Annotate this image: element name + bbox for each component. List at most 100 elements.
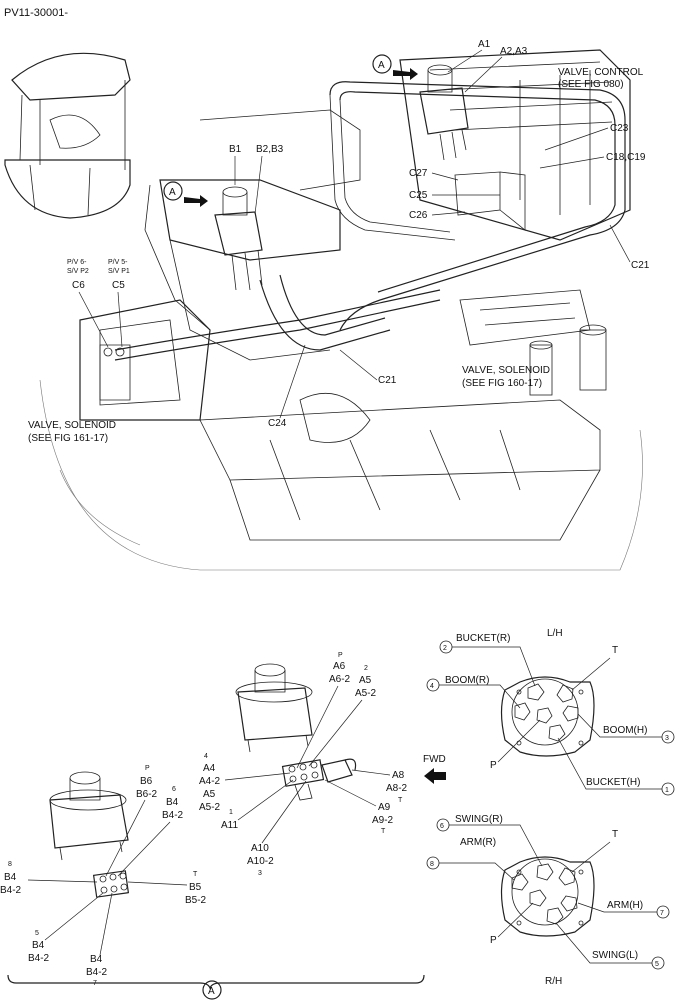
port-labels-lh: 2 BUCKET(R) T 4 BOOM(R) BOOM(H) 3 P BUCK…	[426, 633, 675, 796]
svg-text:BOOM(H): BOOM(H)	[603, 725, 647, 736]
svg-text:C21: C21	[631, 260, 650, 271]
right-lever-detail	[235, 663, 357, 801]
svg-text:C25: C25	[409, 190, 428, 201]
svg-text:SWING(R): SWING(R)	[455, 814, 503, 825]
svg-text:T: T	[381, 828, 386, 835]
svg-text:B4-2: B4-2	[28, 953, 50, 964]
svg-text:B4: B4	[166, 797, 179, 808]
svg-text:BUCKET(H): BUCKET(H)	[586, 777, 640, 788]
fwd-arrow: FWD	[423, 754, 446, 784]
view-mark-a-top: A	[372, 54, 418, 80]
top-labels: A1 A2,A3 VALVE, CONTROL (SEE FIG 080) C2…	[28, 39, 650, 444]
svg-text:A6-2: A6-2	[329, 674, 351, 685]
svg-text:P/V 5-: P/V 5-	[108, 259, 128, 266]
svg-text:B6-2: B6-2	[136, 789, 158, 800]
svg-text:A10: A10	[251, 843, 269, 854]
svg-text:8: 8	[8, 861, 12, 868]
svg-text:7: 7	[660, 910, 664, 917]
cab-inset	[4, 52, 131, 219]
port-diagram-lh: L/H	[500, 628, 595, 757]
svg-text:P/V 6-: P/V 6-	[67, 259, 87, 266]
svg-text:ARM(R): ARM(R)	[460, 837, 496, 848]
svg-text:C26: C26	[409, 210, 428, 221]
svg-text:3: 3	[258, 870, 262, 877]
svg-text:S/V P1: S/V P1	[108, 268, 130, 275]
diagram-code: PV11-30001-	[4, 7, 68, 19]
svg-text:C6: C6	[72, 280, 85, 291]
svg-text:5: 5	[655, 961, 659, 968]
svg-text:T: T	[612, 645, 618, 656]
svg-text:A: A	[169, 187, 176, 198]
svg-text:B4: B4	[4, 872, 17, 883]
svg-text:C18,C19: C18,C19	[606, 152, 646, 163]
svg-text:A10-2: A10-2	[247, 856, 274, 867]
svg-text:B4-2: B4-2	[86, 967, 108, 978]
svg-text:5: 5	[35, 930, 39, 937]
svg-text:A4: A4	[203, 763, 216, 774]
right-lever-labels: P A6 A6-2 2 A5 A5-2 4 A4 A4-2 A5 A5-2 1 …	[199, 652, 408, 877]
svg-text:A9-2: A9-2	[372, 815, 394, 826]
svg-text:P: P	[145, 765, 150, 772]
left-lever-detail	[49, 771, 130, 898]
svg-text:T: T	[193, 871, 198, 878]
svg-text:A6: A6	[333, 661, 346, 672]
view-mark-a-left: A	[163, 181, 208, 207]
svg-text:B2,B3: B2,B3	[256, 144, 284, 155]
svg-text:6: 6	[440, 823, 444, 830]
svg-text:A5-2: A5-2	[355, 688, 377, 699]
svg-text:C21: C21	[378, 375, 397, 386]
svg-text:B1: B1	[229, 144, 242, 155]
svg-text:C24: C24	[268, 418, 287, 429]
svg-text:P: P	[490, 935, 497, 946]
svg-text:A5: A5	[203, 789, 216, 800]
svg-text:(SEE FIG 160-17): (SEE FIG 160-17)	[462, 378, 542, 389]
svg-text:B6: B6	[140, 776, 153, 787]
svg-text:A9: A9	[378, 802, 391, 813]
svg-text:A5-2: A5-2	[199, 802, 221, 813]
svg-text:P: P	[338, 652, 343, 659]
svg-text:A11: A11	[221, 820, 238, 831]
svg-text:A1: A1	[478, 39, 491, 50]
svg-text:A5: A5	[359, 675, 372, 686]
svg-text:2: 2	[443, 645, 447, 652]
svg-text:(SEE FIG 080): (SEE FIG 080)	[558, 79, 624, 90]
svg-text:3: 3	[665, 735, 669, 742]
svg-text:A2,A3: A2,A3	[500, 46, 528, 57]
svg-text:A8: A8	[392, 770, 405, 781]
svg-text:1: 1	[665, 787, 669, 794]
svg-text:A: A	[208, 986, 215, 997]
port-diagram-rh: R/H	[500, 856, 595, 987]
svg-text:P: P	[490, 760, 497, 771]
svg-text:B5: B5	[189, 882, 202, 893]
svg-text:T: T	[398, 797, 403, 804]
svg-text:L/H: L/H	[547, 628, 563, 639]
svg-text:BUCKET(R): BUCKET(R)	[456, 633, 510, 644]
svg-text:2: 2	[364, 665, 368, 672]
svg-text:C27: C27	[409, 168, 428, 179]
svg-text:SWING(L): SWING(L)	[592, 950, 638, 961]
svg-text:R/H: R/H	[545, 976, 562, 987]
svg-text:4: 4	[430, 683, 434, 690]
svg-text:VALVE, SOLENOID: VALVE, SOLENOID	[28, 420, 116, 431]
svg-text:VALVE, SOLENOID: VALVE, SOLENOID	[462, 365, 550, 376]
svg-text:B4-2: B4-2	[162, 810, 184, 821]
svg-text:B4-2: B4-2	[0, 885, 22, 896]
svg-text:FWD: FWD	[423, 754, 446, 765]
svg-text:6: 6	[172, 786, 176, 793]
svg-text:S/V P2: S/V P2	[67, 268, 89, 275]
svg-text:BOOM(R): BOOM(R)	[445, 675, 489, 686]
svg-text:A: A	[378, 60, 385, 71]
svg-text:C23: C23	[610, 123, 629, 134]
svg-text:A4-2: A4-2	[199, 776, 221, 787]
view-a-bracket: A	[7, 974, 425, 1000]
svg-text:B5-2: B5-2	[185, 895, 207, 906]
svg-text:ARM(H): ARM(H)	[607, 900, 643, 911]
svg-text:B4: B4	[32, 940, 45, 951]
svg-text:(SEE FIG 161-17): (SEE FIG 161-17)	[28, 433, 108, 444]
svg-text:8: 8	[430, 861, 434, 868]
svg-text:4: 4	[204, 753, 208, 760]
svg-text:C5: C5	[112, 280, 125, 291]
svg-text:B4: B4	[90, 954, 103, 965]
svg-text:1: 1	[229, 809, 233, 816]
